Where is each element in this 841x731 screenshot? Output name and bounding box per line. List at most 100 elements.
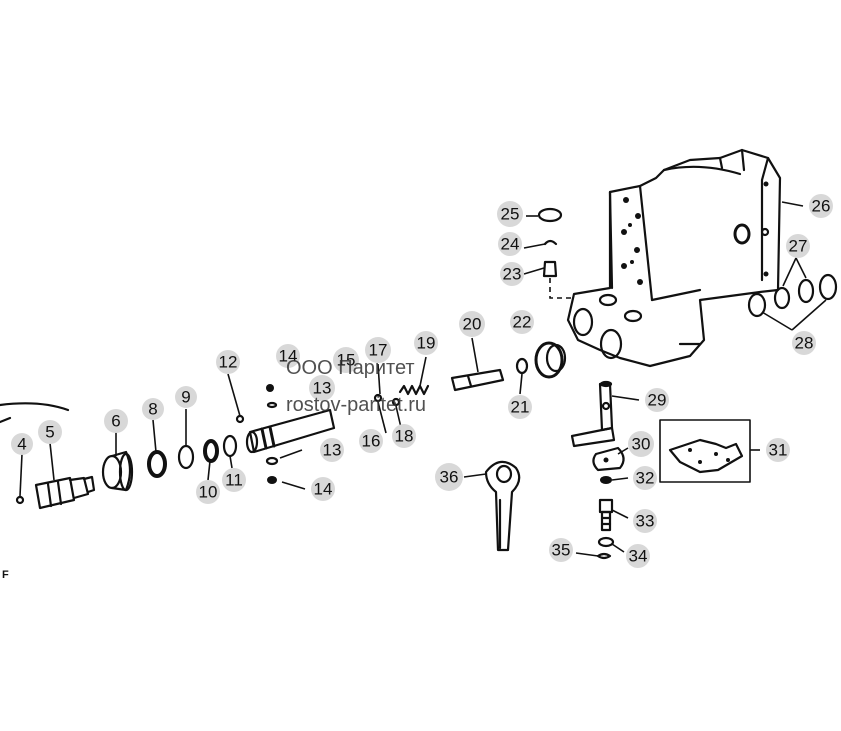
callout-10: 10 (196, 480, 220, 504)
callout-number: 8 (148, 400, 157, 419)
part-27-ring-a (773, 286, 791, 310)
part-10-ring (203, 439, 219, 463)
part-36-handle (484, 460, 521, 552)
callout-number: 26 (812, 197, 831, 216)
part-14-ball-lower (267, 476, 277, 484)
part-33-bolt (598, 498, 614, 532)
callout-bubble (549, 538, 573, 562)
part-drawings (0, 148, 838, 560)
callout-32: 32 (633, 466, 657, 490)
callout-bubble (497, 201, 523, 227)
part-30-hole (603, 457, 609, 463)
part-9-ring (177, 444, 195, 470)
callout-bubble (500, 262, 524, 286)
callout-bubble (175, 386, 197, 408)
part-34-washer (597, 536, 615, 548)
callout-bubble (786, 234, 810, 258)
watermark-site: rostov-paritet.ru (286, 394, 427, 416)
callout-14: 14 (276, 344, 300, 368)
callout-22: 22 (510, 310, 534, 334)
callout-number: 13 (323, 441, 342, 460)
callout-29: 29 (645, 388, 669, 412)
part-23-fitting (542, 260, 558, 278)
callout-number: 9 (181, 388, 190, 407)
callout-number: 24 (501, 235, 520, 254)
callout-bubble (365, 337, 391, 363)
callout-20: 20 (459, 311, 485, 337)
callout-number: 14 (314, 480, 333, 499)
part-8-ring (147, 450, 167, 478)
callout-12: 12 (216, 350, 240, 374)
callout-bubble (11, 433, 33, 455)
callout-number: 30 (632, 435, 651, 454)
callout-bubble (359, 429, 383, 453)
callout-number: 16 (362, 432, 381, 451)
callout-bubble (333, 347, 359, 373)
callout-bubble (414, 331, 438, 355)
callout-17: 17 (365, 337, 391, 363)
dashed-line-23 (549, 278, 574, 299)
callout-4: 4 (11, 433, 33, 455)
callout-26: 26 (809, 194, 833, 218)
part-29-shaft (570, 380, 616, 448)
callout-27: 27 (786, 234, 810, 258)
callout-30: 30 (628, 431, 654, 457)
part-31-gasket (659, 419, 751, 483)
callout-16: 16 (359, 429, 383, 453)
callout-bubble (222, 468, 246, 492)
part-4-ball (15, 495, 25, 505)
callout-bubble (633, 509, 657, 533)
callout-bubble (633, 466, 657, 490)
callout-number: 13 (313, 379, 332, 398)
part-24-clip (543, 239, 558, 246)
callout-number: 15 (337, 351, 356, 370)
callout-13: 13 (320, 438, 344, 462)
part-11-ring (222, 434, 238, 458)
part-22-cap (534, 341, 567, 379)
callout-bubble (196, 480, 220, 504)
callout-bubble (809, 194, 833, 218)
callout-6: 6 (104, 409, 128, 433)
part-18-pin (391, 397, 401, 407)
callout-25: 25 (497, 201, 523, 227)
callout-31: 31 (766, 438, 790, 462)
callout-bubble (459, 311, 485, 337)
callout-number: 10 (199, 483, 218, 502)
part-5-fitting (34, 475, 96, 510)
callout-bubble (309, 375, 335, 401)
callout-number: 35 (552, 541, 571, 560)
edge-part-line (0, 402, 70, 424)
part-27-ring-b (797, 278, 815, 304)
callout-18: 18 (392, 424, 416, 448)
callout-number: 14 (279, 347, 298, 366)
callout-8: 8 (142, 398, 164, 420)
callout-number: 33 (636, 512, 655, 531)
part-14-ball-upper (266, 384, 274, 392)
callout-35: 35 (549, 538, 573, 562)
callout-15: 15 (333, 347, 359, 373)
callout-number: 11 (225, 471, 243, 490)
callout-number: 34 (629, 547, 648, 566)
callout-bubble (435, 463, 463, 491)
callout-14: 14 (311, 477, 335, 501)
callout-24: 24 (498, 232, 522, 256)
callout-23: 23 (500, 262, 524, 286)
leader-lines (19, 201, 827, 557)
part-20-plunger (450, 368, 505, 392)
callout-9: 9 (175, 386, 197, 408)
callout-bubble (510, 310, 534, 334)
callout-number: 27 (789, 237, 808, 256)
callout-number: 21 (511, 398, 530, 417)
callout-number: 36 (440, 468, 459, 487)
part-12-ball (235, 414, 245, 424)
callout-bubble (216, 350, 240, 374)
callout-number: 6 (111, 412, 120, 431)
part-28-ring-a (747, 292, 767, 318)
callout-number: 32 (636, 469, 655, 488)
part-25-disc (537, 207, 563, 223)
part-26-housing (566, 148, 782, 368)
part-13-ring-upper (266, 401, 278, 409)
callout-bubble (628, 431, 654, 457)
callout-36: 36 (435, 463, 463, 491)
